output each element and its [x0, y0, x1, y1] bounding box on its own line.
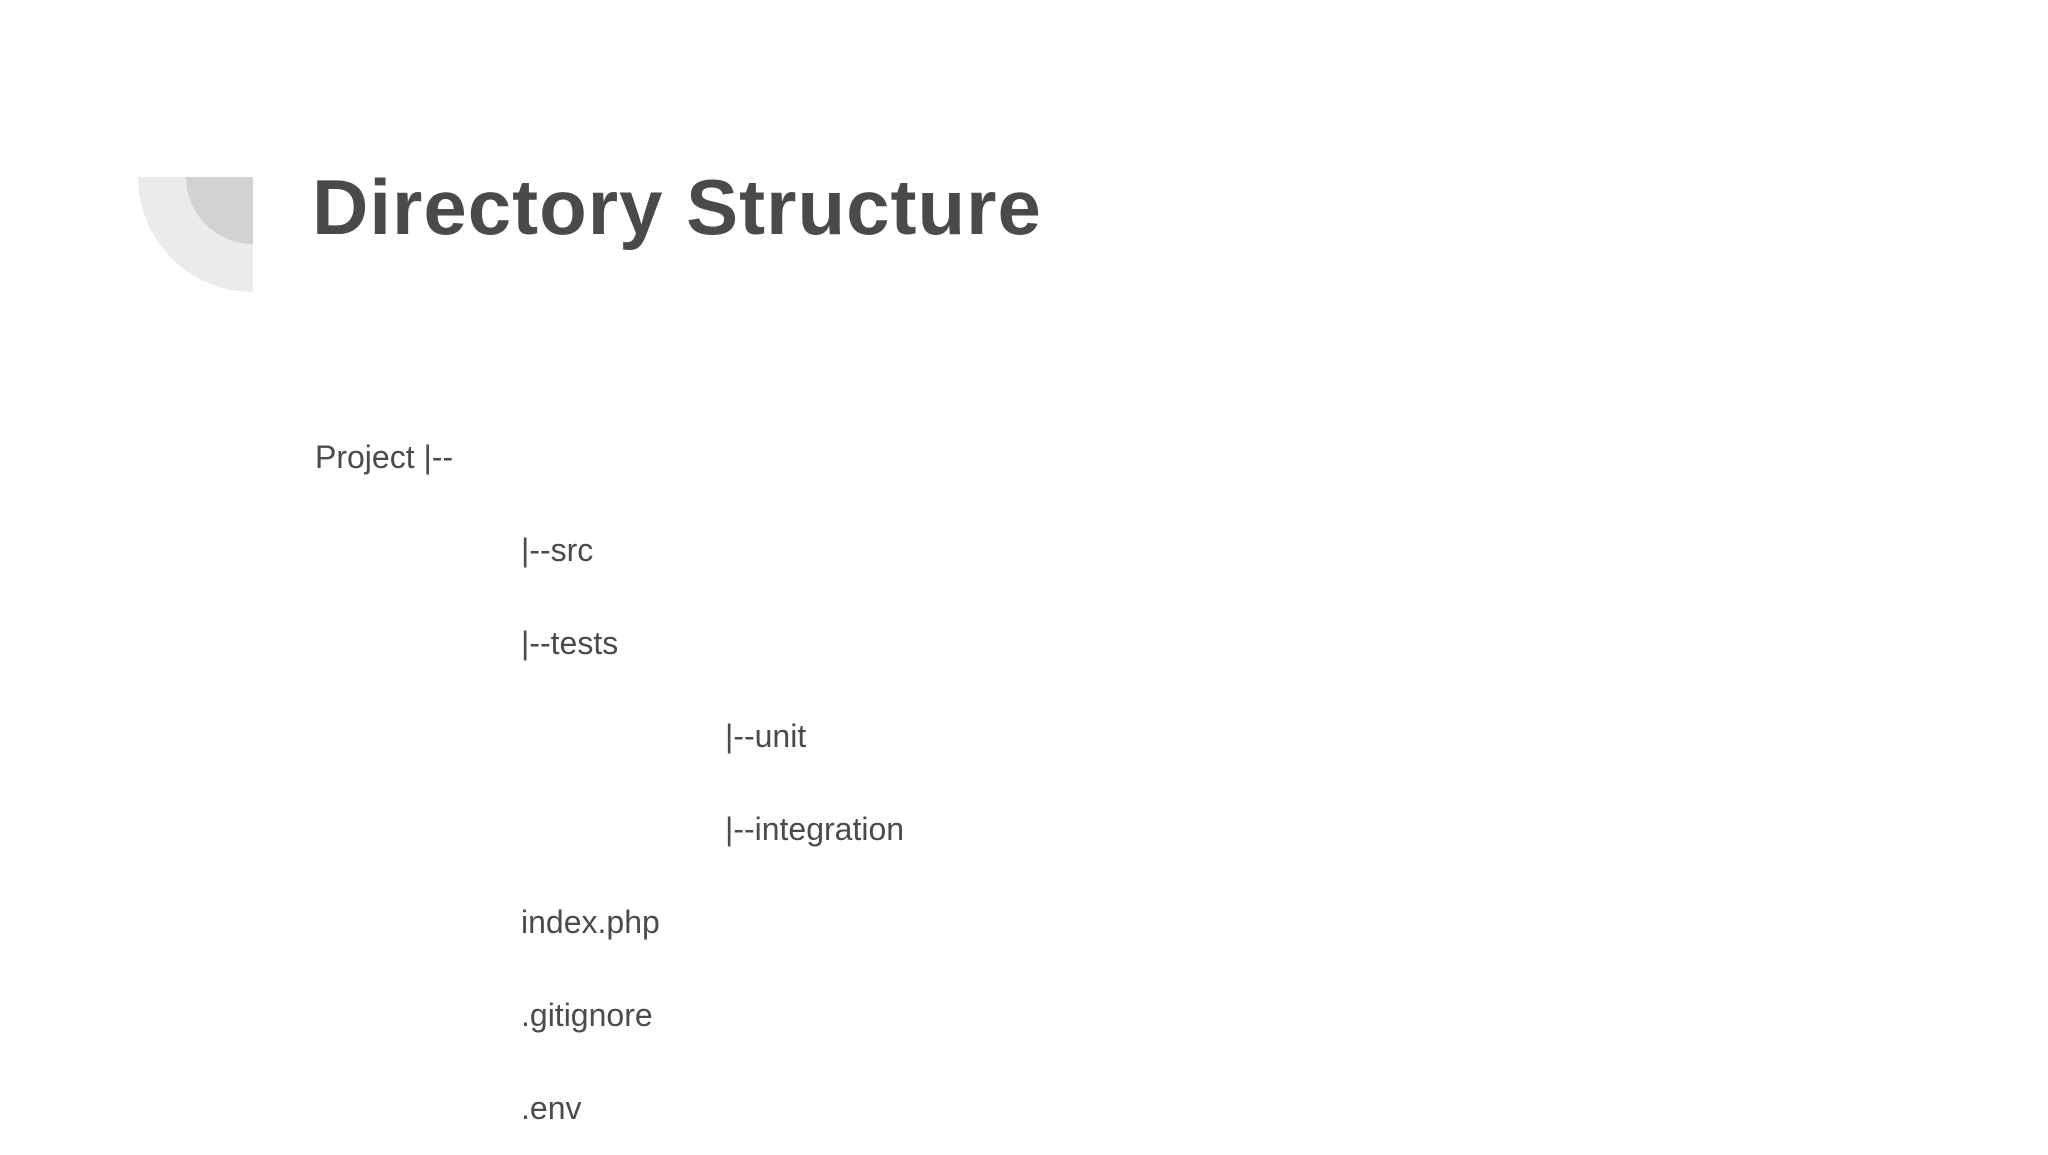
- tree-line: .gitignore: [521, 997, 653, 1033]
- tree-line: |--tests: [521, 625, 619, 661]
- tree-line: |--unit: [725, 718, 807, 754]
- tree-line: |--src: [521, 532, 594, 568]
- tree-line: Project |--: [315, 439, 454, 475]
- tree-line: .env: [521, 1090, 582, 1126]
- tree-line: index.php: [521, 904, 660, 940]
- tree-line: |--integration: [725, 811, 905, 847]
- directory-tree: Project |-- |--src |--tests |--unit |--integ…: [315, 411, 904, 1155]
- page-title: Directory Structure: [312, 163, 1042, 251]
